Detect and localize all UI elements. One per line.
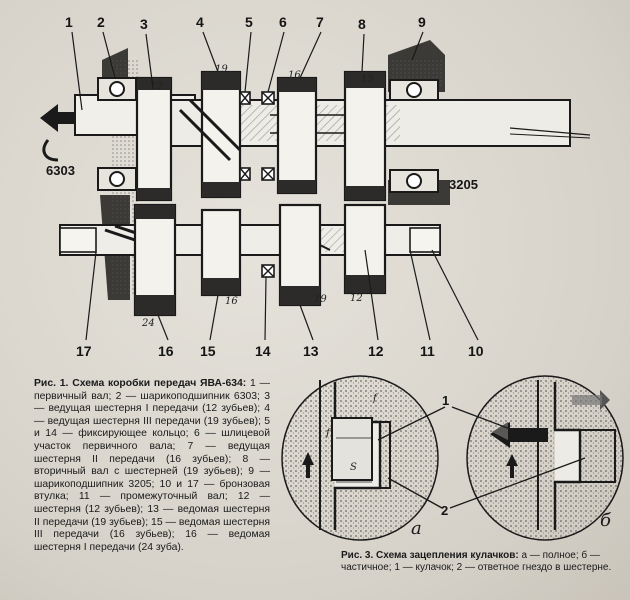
dimension-mark: f (373, 393, 377, 404)
tooth-count-label: 12 (150, 81, 163, 92)
callout-15: 15 (200, 343, 216, 359)
callout-3: 3 (140, 16, 148, 32)
tooth-count-label: 16 (288, 70, 301, 81)
figure1-caption: Рис. 1. Схема коробки передач ЯВА-634: 1… (34, 378, 270, 554)
bearing-label-6303: 6303 (46, 163, 75, 178)
fig3-label-2: 2 (441, 503, 449, 518)
leader-lines (71, 31, 479, 341)
tooth-count-label: 24 (142, 318, 155, 329)
callout-8: 8 (358, 16, 366, 32)
tooth-count-label: 16 (225, 296, 238, 307)
lower-gear-12 (343, 203, 387, 295)
callout-4: 4 (196, 14, 204, 30)
dimension-mark: S (350, 462, 357, 473)
callout-9: 9 (418, 14, 426, 30)
callout-6: 6 (279, 14, 287, 30)
lower-gear-16 (133, 203, 177, 317)
panel-letter-b: б (600, 510, 611, 531)
splined-section-6 (261, 91, 275, 181)
callout-10: 10 (468, 343, 484, 359)
panel-a-full-engagement (281, 375, 439, 541)
callout-12: 12 (368, 343, 384, 359)
fig3-leader-lines (377, 406, 586, 509)
secondary-shaft-gear-8 (343, 70, 387, 202)
fig3-label-1: 1 (442, 393, 450, 408)
upper-gear-4 (178, 70, 242, 199)
figure1-caption-title: Рис. 1. Схема коробки передач ЯВА-634: (34, 378, 247, 389)
upper-gear-7 (276, 76, 318, 195)
dimension-mark: f (326, 428, 330, 439)
panel-b-partial-engagement (466, 375, 624, 541)
fixing-ring-14 (261, 264, 275, 278)
callout-17: 17 (76, 343, 92, 359)
upper-gear-3 (135, 76, 173, 202)
callout-13: 13 (303, 343, 319, 359)
tooth-count-label: 19 (215, 64, 228, 75)
clutch-engagement-diagram (281, 375, 624, 541)
figure1-caption-body: 1 — первичный вал; 2 — шарикоподшипник 6… (34, 378, 270, 553)
gearbox-diagram (40, 31, 591, 341)
callout-14: 14 (255, 343, 271, 359)
lower-gear-15 (200, 208, 242, 297)
lower-gear-13 (278, 203, 322, 307)
callout-7: 7 (316, 14, 324, 30)
figure3-caption: Рис. 3. Схема зацепления кулачков: а — п… (341, 550, 616, 573)
callout-5: 5 (245, 14, 253, 30)
bearing-label-3205: 3205 (449, 177, 478, 192)
rotation-arrow-icon (40, 104, 74, 162)
figure3-caption-title: Рис. 3. Схема зацепления кулачков: (341, 550, 519, 561)
figure3-caption-body: а — полное; б — частичное; 1 — кулачок; … (341, 550, 612, 573)
callout-11: 11 (420, 343, 435, 359)
tooth-count-label: 19 (314, 294, 327, 305)
callout-1: 1 (65, 14, 73, 30)
bearing-3205 (389, 79, 439, 193)
callout-16: 16 (158, 343, 174, 359)
tooth-count-label: 12 (350, 293, 363, 304)
panel-letter-a: а (411, 518, 422, 539)
tooth-count-label: 19 (361, 74, 374, 85)
callout-2: 2 (97, 14, 105, 30)
